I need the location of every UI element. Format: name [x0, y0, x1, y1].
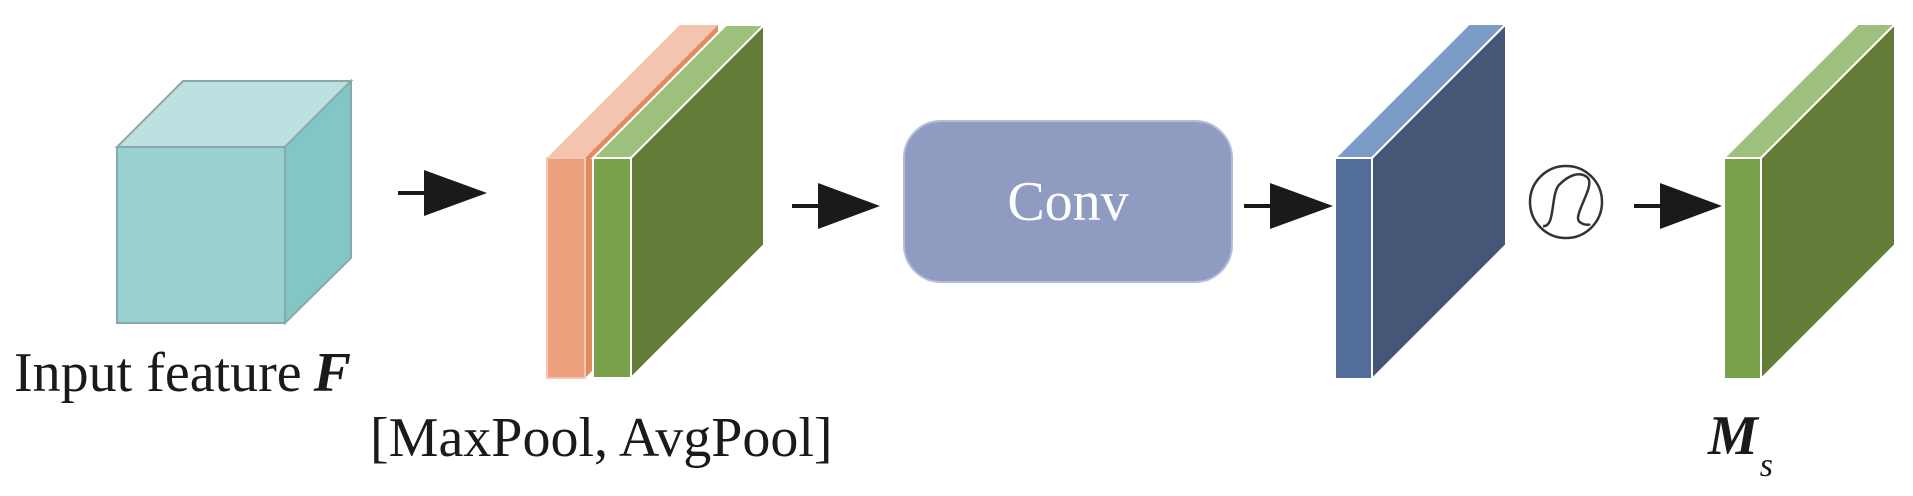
output-ms-label: Ms — [1708, 405, 1773, 483]
arrow-right-icon — [398, 170, 487, 216]
input-cube-front-face — [116, 146, 286, 324]
maxpool-top-face — [547, 25, 718, 158]
maxpool-front-face — [546, 157, 586, 379]
avgpool-feature-map — [590, 22, 767, 381]
avgpool-front-face — [592, 157, 632, 379]
conv-output-feature-map — [1332, 21, 1509, 382]
ms-front-face — [1723, 157, 1762, 380]
input-feature-variable: F — [313, 342, 351, 404]
arrow-right-icon — [792, 183, 880, 229]
input-feature-text: Input feature — [14, 342, 302, 404]
pooling-label: [MaxPool, AvgPool] — [370, 407, 833, 469]
sigmoid-icon — [1528, 164, 1604, 240]
input-feature-cube — [114, 78, 354, 326]
output-ms-subscript: s — [1759, 447, 1774, 484]
ms-feature-map — [1721, 21, 1898, 382]
arrow-right-icon — [1634, 183, 1722, 229]
conv-label: Conv — [1007, 170, 1129, 233]
conv-block: Conv — [903, 120, 1233, 283]
output-ms-main: M — [1708, 405, 1758, 467]
conv-output-front-face — [1334, 157, 1373, 380]
arrow-right-icon — [1244, 183, 1333, 229]
